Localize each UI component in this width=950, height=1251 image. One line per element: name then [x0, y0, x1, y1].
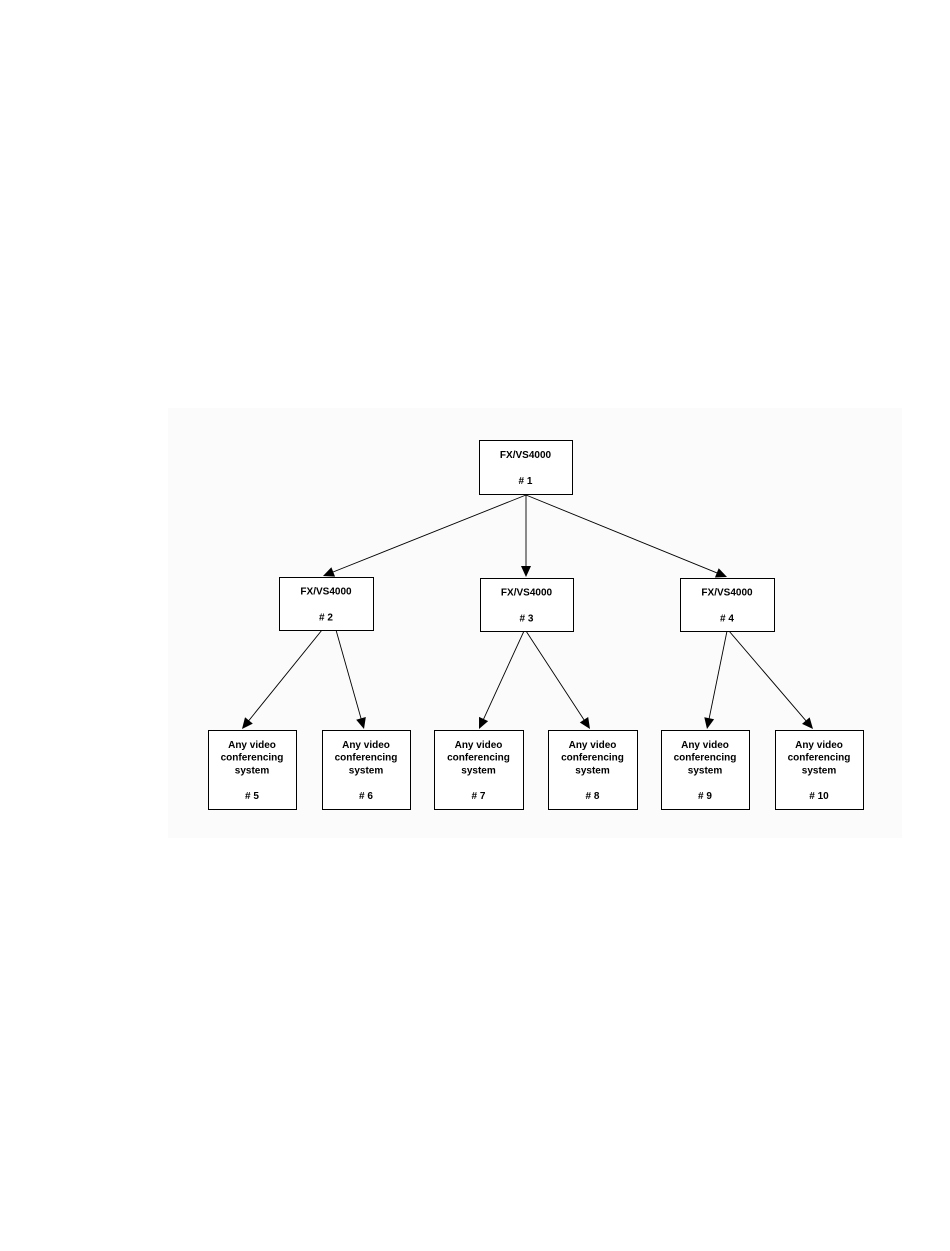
arrowhead-icon: [704, 717, 714, 729]
node-label-line: FX/VS4000: [501, 588, 553, 599]
node-label-line: conferencing: [674, 753, 737, 764]
arrowhead-icon: [580, 717, 590, 729]
node-5: Any video conferencing system # 5: [209, 731, 297, 810]
node-label-line: system: [802, 766, 837, 777]
edge-n3-to-n8: [526, 631, 590, 729]
arrowhead-icon: [802, 717, 813, 729]
connector-line: [526, 631, 585, 722]
arrowhead-icon: [356, 717, 366, 729]
connector-line: [526, 495, 719, 574]
node-label-line: conferencing: [788, 753, 851, 764]
arrowhead-icon: [242, 717, 253, 729]
edge-n2-to-n5: [242, 630, 322, 729]
node-label-line: conferencing: [221, 753, 284, 764]
edge-n2-to-n6: [336, 630, 366, 729]
node-label-line: FX/VS4000: [701, 588, 753, 599]
edge-n1-to-n3: [521, 495, 531, 577]
connector-line: [729, 631, 807, 722]
node-label-line: Any video: [795, 740, 843, 751]
connector-line: [483, 631, 524, 721]
node-label-line: # 6: [359, 791, 373, 802]
connector-line: [331, 495, 526, 573]
node-label-line: conferencing: [561, 753, 624, 764]
node-8: Any video conferencing system # 8: [549, 731, 638, 810]
node-label-line: system: [575, 766, 610, 777]
node-label-line: # 4: [720, 613, 734, 624]
node-label-line: FX/VS4000: [300, 587, 352, 598]
node-3: FX/VS4000 # 3: [481, 579, 574, 632]
node-label-line: system: [235, 766, 270, 777]
node-2: FX/VS4000 # 2: [280, 578, 374, 631]
connector-line: [248, 630, 322, 722]
connector-line: [709, 631, 727, 720]
node-label-line: # 1: [519, 476, 533, 487]
node-label-line: # 7: [472, 791, 486, 802]
node-label-line: # 9: [698, 791, 712, 802]
node-label-line: system: [461, 766, 496, 777]
node-label-line: Any video: [681, 740, 729, 751]
node-label-line: # 3: [520, 613, 534, 624]
edge-n4-to-n10: [729, 631, 813, 729]
node-label-line: Any video: [228, 740, 276, 751]
node-label-line: conferencing: [335, 753, 398, 764]
node-6: Any video conferencing system # 6: [323, 731, 411, 810]
node-label-line: Any video: [569, 740, 617, 751]
edge-n1-to-n2: [323, 495, 526, 577]
node-label-line: # 5: [245, 791, 259, 802]
node-9: Any video conferencing system # 9: [662, 731, 750, 810]
node-7: Any video conferencing system # 7: [435, 731, 524, 810]
nodes-layer: FX/VS4000# 1FX/VS4000# 2FX/VS4000# 3FX/V…: [209, 441, 864, 810]
connector-line: [336, 630, 362, 721]
edge-n3-to-n7: [479, 631, 524, 729]
node-label-line: conferencing: [447, 753, 510, 764]
edge-n4-to-n9: [704, 631, 727, 729]
arrowhead-icon: [521, 566, 531, 577]
node-label-line: Any video: [455, 740, 503, 751]
node-label-line: system: [688, 766, 723, 777]
node-label-line: Any video: [342, 740, 390, 751]
node-label-line: # 8: [586, 791, 600, 802]
node-label-line: system: [349, 766, 384, 777]
node-1: FX/VS4000 # 1: [480, 441, 573, 495]
node-label-line: # 10: [809, 791, 829, 802]
edge-n1-to-n4: [526, 495, 727, 577]
node-4: FX/VS4000 # 4: [681, 579, 775, 632]
node-label-line: FX/VS4000: [500, 450, 552, 461]
node-label-line: # 2: [319, 612, 333, 623]
node-10: Any video conferencing system # 10: [776, 731, 864, 810]
